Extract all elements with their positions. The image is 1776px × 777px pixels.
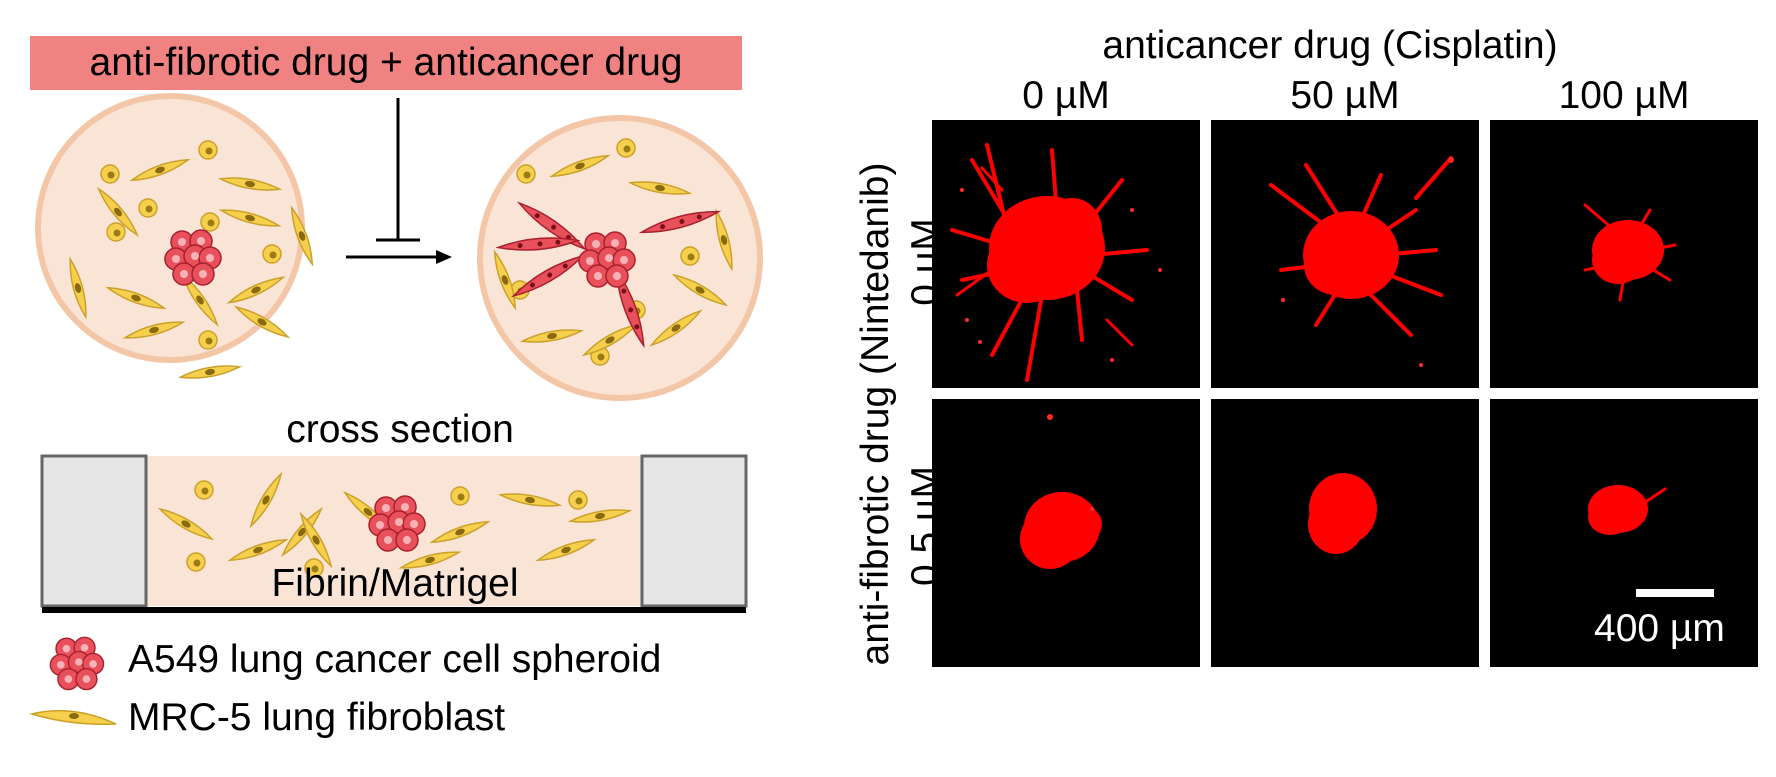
micrograph-50uM-0.5uM xyxy=(1211,399,1479,667)
legend-spheroid-icon xyxy=(49,636,105,691)
column-label-0: 0 µM xyxy=(1022,74,1110,117)
micrograph-0uM-0uM xyxy=(932,120,1200,388)
gel-label: Fibrin/Matrigel xyxy=(271,562,519,605)
treatment-banner-background xyxy=(30,36,742,90)
legend-fibroblast-label: MRC-5 lung fibroblast xyxy=(128,696,506,739)
schematic-drawing xyxy=(29,93,763,726)
row-title: anti-fibrotic drug (Nintedanib) xyxy=(854,162,897,666)
dish-untreated xyxy=(35,93,318,383)
micrograph-50uM-0uM xyxy=(1211,120,1479,388)
micrograph-0uM-0.5uM xyxy=(932,399,1200,667)
micrograph-100uM-0uM xyxy=(1490,120,1758,388)
treatment-banner-label: anti-fibrotic drug + anticancer drug xyxy=(89,41,683,84)
dish-invaded xyxy=(477,115,763,401)
legend-fibroblast-icon xyxy=(29,709,117,726)
cross-section-drawing xyxy=(40,454,748,613)
column-label-2: 100 µM xyxy=(1558,74,1690,117)
column-title: anticancer drug (Cisplatin) xyxy=(1102,24,1558,67)
micrograph-100uM-0.5uM: 400 µm xyxy=(1490,399,1758,667)
scale-bar xyxy=(1636,589,1714,597)
scale-bar-label: 400 µm xyxy=(1594,607,1725,650)
column-label-1: 50 µM xyxy=(1290,74,1400,117)
cross-section-title: cross section xyxy=(286,408,514,451)
legend-spheroid-label: A549 lung cancer cell spheroid xyxy=(128,638,662,681)
